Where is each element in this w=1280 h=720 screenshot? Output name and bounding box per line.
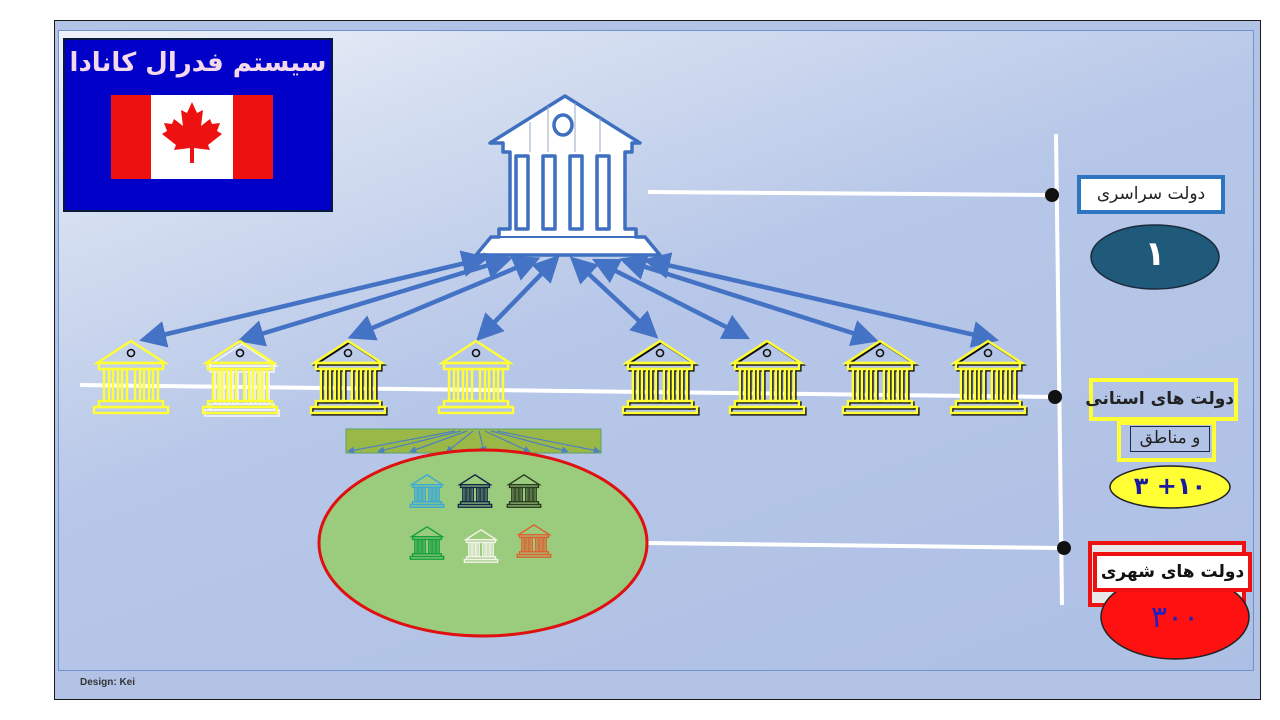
municipal-government-label: دولت های شهری <box>1093 552 1252 592</box>
provincial-building-icon <box>437 339 515 415</box>
municipal-count: ٣٠٠ <box>1150 600 1200 635</box>
municipal-node <box>1057 541 1071 555</box>
canada-flag <box>111 95 273 179</box>
maple-leaf-icon <box>162 102 222 163</box>
provincial-building-icon <box>201 339 280 417</box>
provincial-building-icon <box>621 339 700 416</box>
distribution-arrow <box>496 430 601 454</box>
distribution-arrow <box>478 430 487 454</box>
provincial-government-label: دولت های استانی <box>1085 378 1238 421</box>
national-count: ١ <box>1144 234 1166 274</box>
provincial-connector <box>79 383 1055 399</box>
federal-provincial-arrows <box>139 250 999 348</box>
design-credit: Design: Kei <box>80 677 136 688</box>
distribution-arrow <box>377 430 462 454</box>
two-way-arrow <box>619 253 879 347</box>
provincial-count-ellipse <box>1109 465 1231 509</box>
distribution-arrow <box>490 430 569 454</box>
regions-label: و مناطق <box>1130 426 1210 452</box>
distribution-arrows <box>347 430 601 454</box>
municipal-region <box>317 428 649 638</box>
distribution-arrow <box>484 430 531 453</box>
distribution-arrow <box>347 430 456 454</box>
distribution-arrow <box>409 430 468 453</box>
provincial-building-icon <box>92 339 170 415</box>
distribution-arrow <box>445 430 474 453</box>
national-connector <box>647 190 1053 197</box>
two-way-arrow <box>139 250 489 348</box>
two-way-arrow <box>476 254 560 342</box>
connector-lines <box>79 133 1071 606</box>
regions-label-frame <box>1117 421 1216 462</box>
municipal-connector <box>645 541 1063 550</box>
provincial-building-icon <box>309 339 388 416</box>
provincial-buildings-row <box>92 339 1028 417</box>
national-count-ellipse <box>1090 224 1220 290</box>
national-node <box>1045 188 1059 202</box>
national-government-label: دولت سراسری <box>1077 175 1225 214</box>
provincial-building-icon <box>841 339 920 416</box>
page-title: سیستم فدرال کانادا <box>69 48 327 78</box>
federal-government-building-icon <box>474 94 662 257</box>
vertical-axis-line <box>1054 133 1064 606</box>
provincial-count: ١٠+ ٣ <box>1133 472 1207 500</box>
provincial-building-icon <box>728 339 807 416</box>
provincial-building-icon <box>949 339 1028 416</box>
provincial-node <box>1048 390 1062 404</box>
two-way-arrow <box>569 256 659 339</box>
two-way-arrow <box>643 252 999 348</box>
